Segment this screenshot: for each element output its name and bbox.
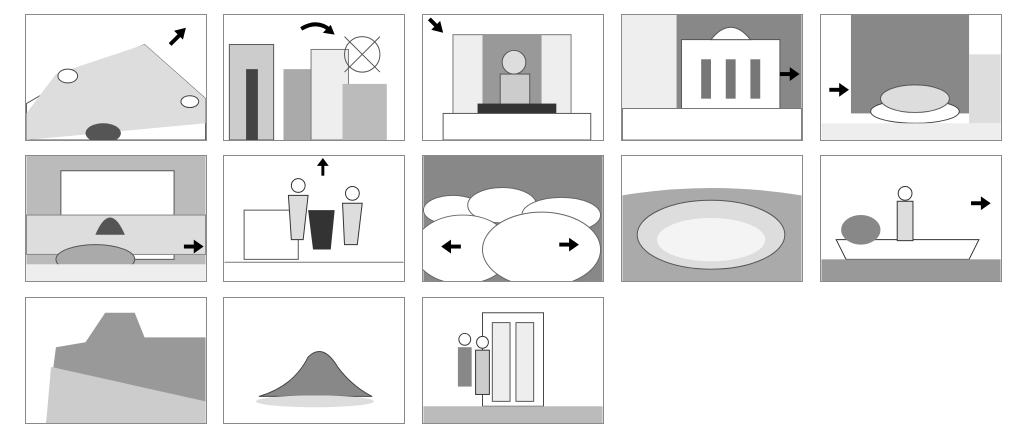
panel-6-oven xyxy=(25,155,207,282)
arrow-up-right-icon xyxy=(168,27,186,46)
panel-11-castle xyxy=(25,297,207,424)
panel-1-table xyxy=(25,14,207,141)
arrow-down-right-icon xyxy=(427,17,444,33)
arrow-left-icon xyxy=(441,239,461,254)
panel-5-platter xyxy=(820,14,1002,141)
arrow-right-icon xyxy=(183,239,204,254)
arrow-curved-right-icon xyxy=(300,22,335,35)
panel-12-island xyxy=(223,297,405,424)
arrow-right-icon xyxy=(779,67,800,81)
panel-7-toast xyxy=(223,155,405,282)
panel-3-balcony xyxy=(422,14,604,141)
panel-4-church xyxy=(621,14,803,141)
panel-2-town xyxy=(223,14,405,141)
arrow-right-icon xyxy=(559,237,579,252)
panel-9-crater xyxy=(621,155,803,282)
arrow-up-icon xyxy=(316,157,329,176)
arrow-right-icon xyxy=(971,196,991,211)
panel-13-doorway xyxy=(422,297,604,424)
panel-8-clouds xyxy=(422,155,604,282)
arrow-right-icon xyxy=(829,82,849,97)
panel-10-boat xyxy=(820,155,1002,282)
